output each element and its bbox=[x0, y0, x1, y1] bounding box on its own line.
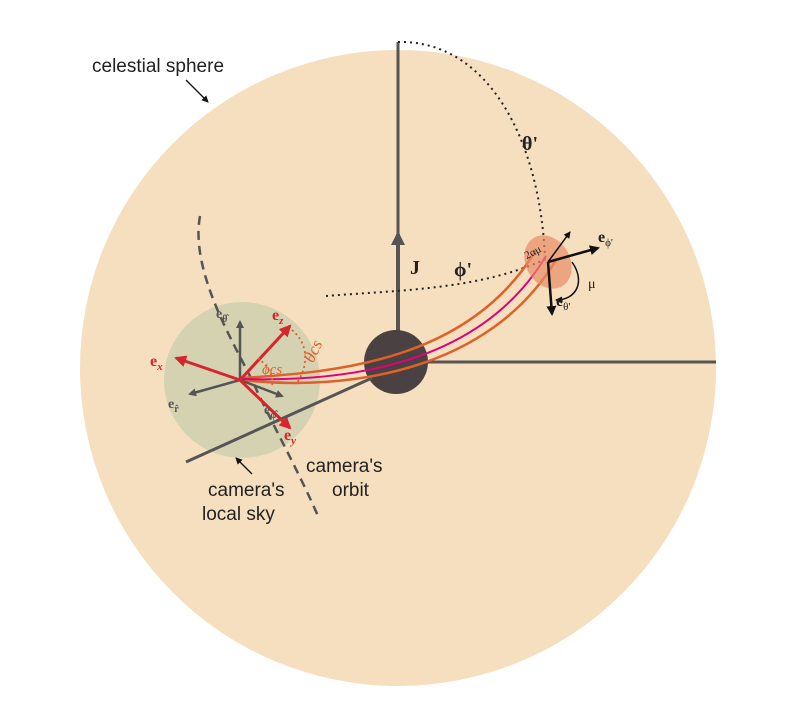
e-r-hat-label: er̂ bbox=[168, 397, 179, 415]
e-z-arrow bbox=[238, 324, 292, 382]
e-x-sub: x bbox=[156, 361, 163, 373]
phi-prime-label: ϕ' bbox=[454, 259, 472, 281]
e-y-sub: y bbox=[289, 435, 296, 447]
phi-cs-label: ϕcs bbox=[262, 362, 282, 378]
mu-direction-arrow bbox=[547, 231, 571, 263]
local-sky-pointer bbox=[235, 457, 253, 475]
e-y-label: ey bbox=[284, 427, 296, 447]
black-hole bbox=[364, 330, 428, 394]
e-x-label: ex bbox=[150, 353, 163, 373]
ray-outer-lower bbox=[241, 259, 558, 385]
e-r-hat-base: e bbox=[168, 397, 174, 412]
spin-axis-label: J bbox=[410, 257, 420, 279]
camera-orbit-label-line2: orbit bbox=[332, 480, 370, 501]
camera-sky-label-line2: local sky bbox=[202, 504, 275, 525]
theta-prime-label: θ' bbox=[522, 133, 538, 155]
theta-cs-arc bbox=[291, 329, 307, 385]
e-z-base: e bbox=[272, 307, 279, 324]
e-phi-hat-label: eϕ̂ bbox=[264, 403, 278, 421]
e-z-sub: z bbox=[278, 315, 284, 327]
e-theta-hat-label: eθ̂ bbox=[216, 307, 229, 325]
e-x-base: e bbox=[150, 353, 157, 370]
e-theta-prime-base: e bbox=[556, 293, 563, 310]
e-phi-hat-arrow bbox=[239, 378, 284, 398]
camera-orbit-path bbox=[197, 215, 320, 517]
e-theta-prime-arrow bbox=[546, 261, 557, 316]
mu-angle-arc bbox=[555, 261, 580, 304]
e-theta-prime-label: eθ' bbox=[556, 293, 570, 313]
e-theta-hat-sub: θ̂ bbox=[222, 314, 229, 325]
e-x-arrow bbox=[174, 355, 241, 382]
e-theta-hat-base: e bbox=[216, 307, 222, 322]
ray-center bbox=[241, 255, 547, 381]
e-phi-prime-label: eϕ' bbox=[598, 229, 613, 249]
camera-sky-label-line1: camera's bbox=[208, 480, 284, 501]
e-z-label: ez bbox=[272, 307, 284, 327]
e-phi-prime-sub: ϕ' bbox=[605, 237, 613, 249]
celestial-sphere-pointer bbox=[185, 79, 209, 103]
ray-outer-upper bbox=[241, 249, 538, 380]
e-phi-hat-sub: ϕ̂ bbox=[270, 410, 278, 421]
e-theta-prime-sub: θ' bbox=[563, 301, 570, 313]
e-r-hat-sub: r̂ bbox=[174, 404, 179, 415]
phi-cs-arc bbox=[257, 357, 274, 387]
e-y-arrow bbox=[238, 378, 292, 430]
e-phi-hat-base: e bbox=[264, 403, 270, 418]
e-phi-prime-arrow bbox=[547, 245, 600, 264]
phi-prime-arc bbox=[325, 257, 549, 297]
celestial-sphere-label: celestial sphere bbox=[92, 56, 224, 77]
e-y-base: e bbox=[284, 427, 291, 444]
e-phi-prime-base: e bbox=[598, 229, 605, 246]
e-r-hat-arrow bbox=[188, 378, 241, 397]
mu-label: μ bbox=[588, 277, 596, 292]
camera-orbit-label-line1: camera's bbox=[306, 456, 382, 477]
